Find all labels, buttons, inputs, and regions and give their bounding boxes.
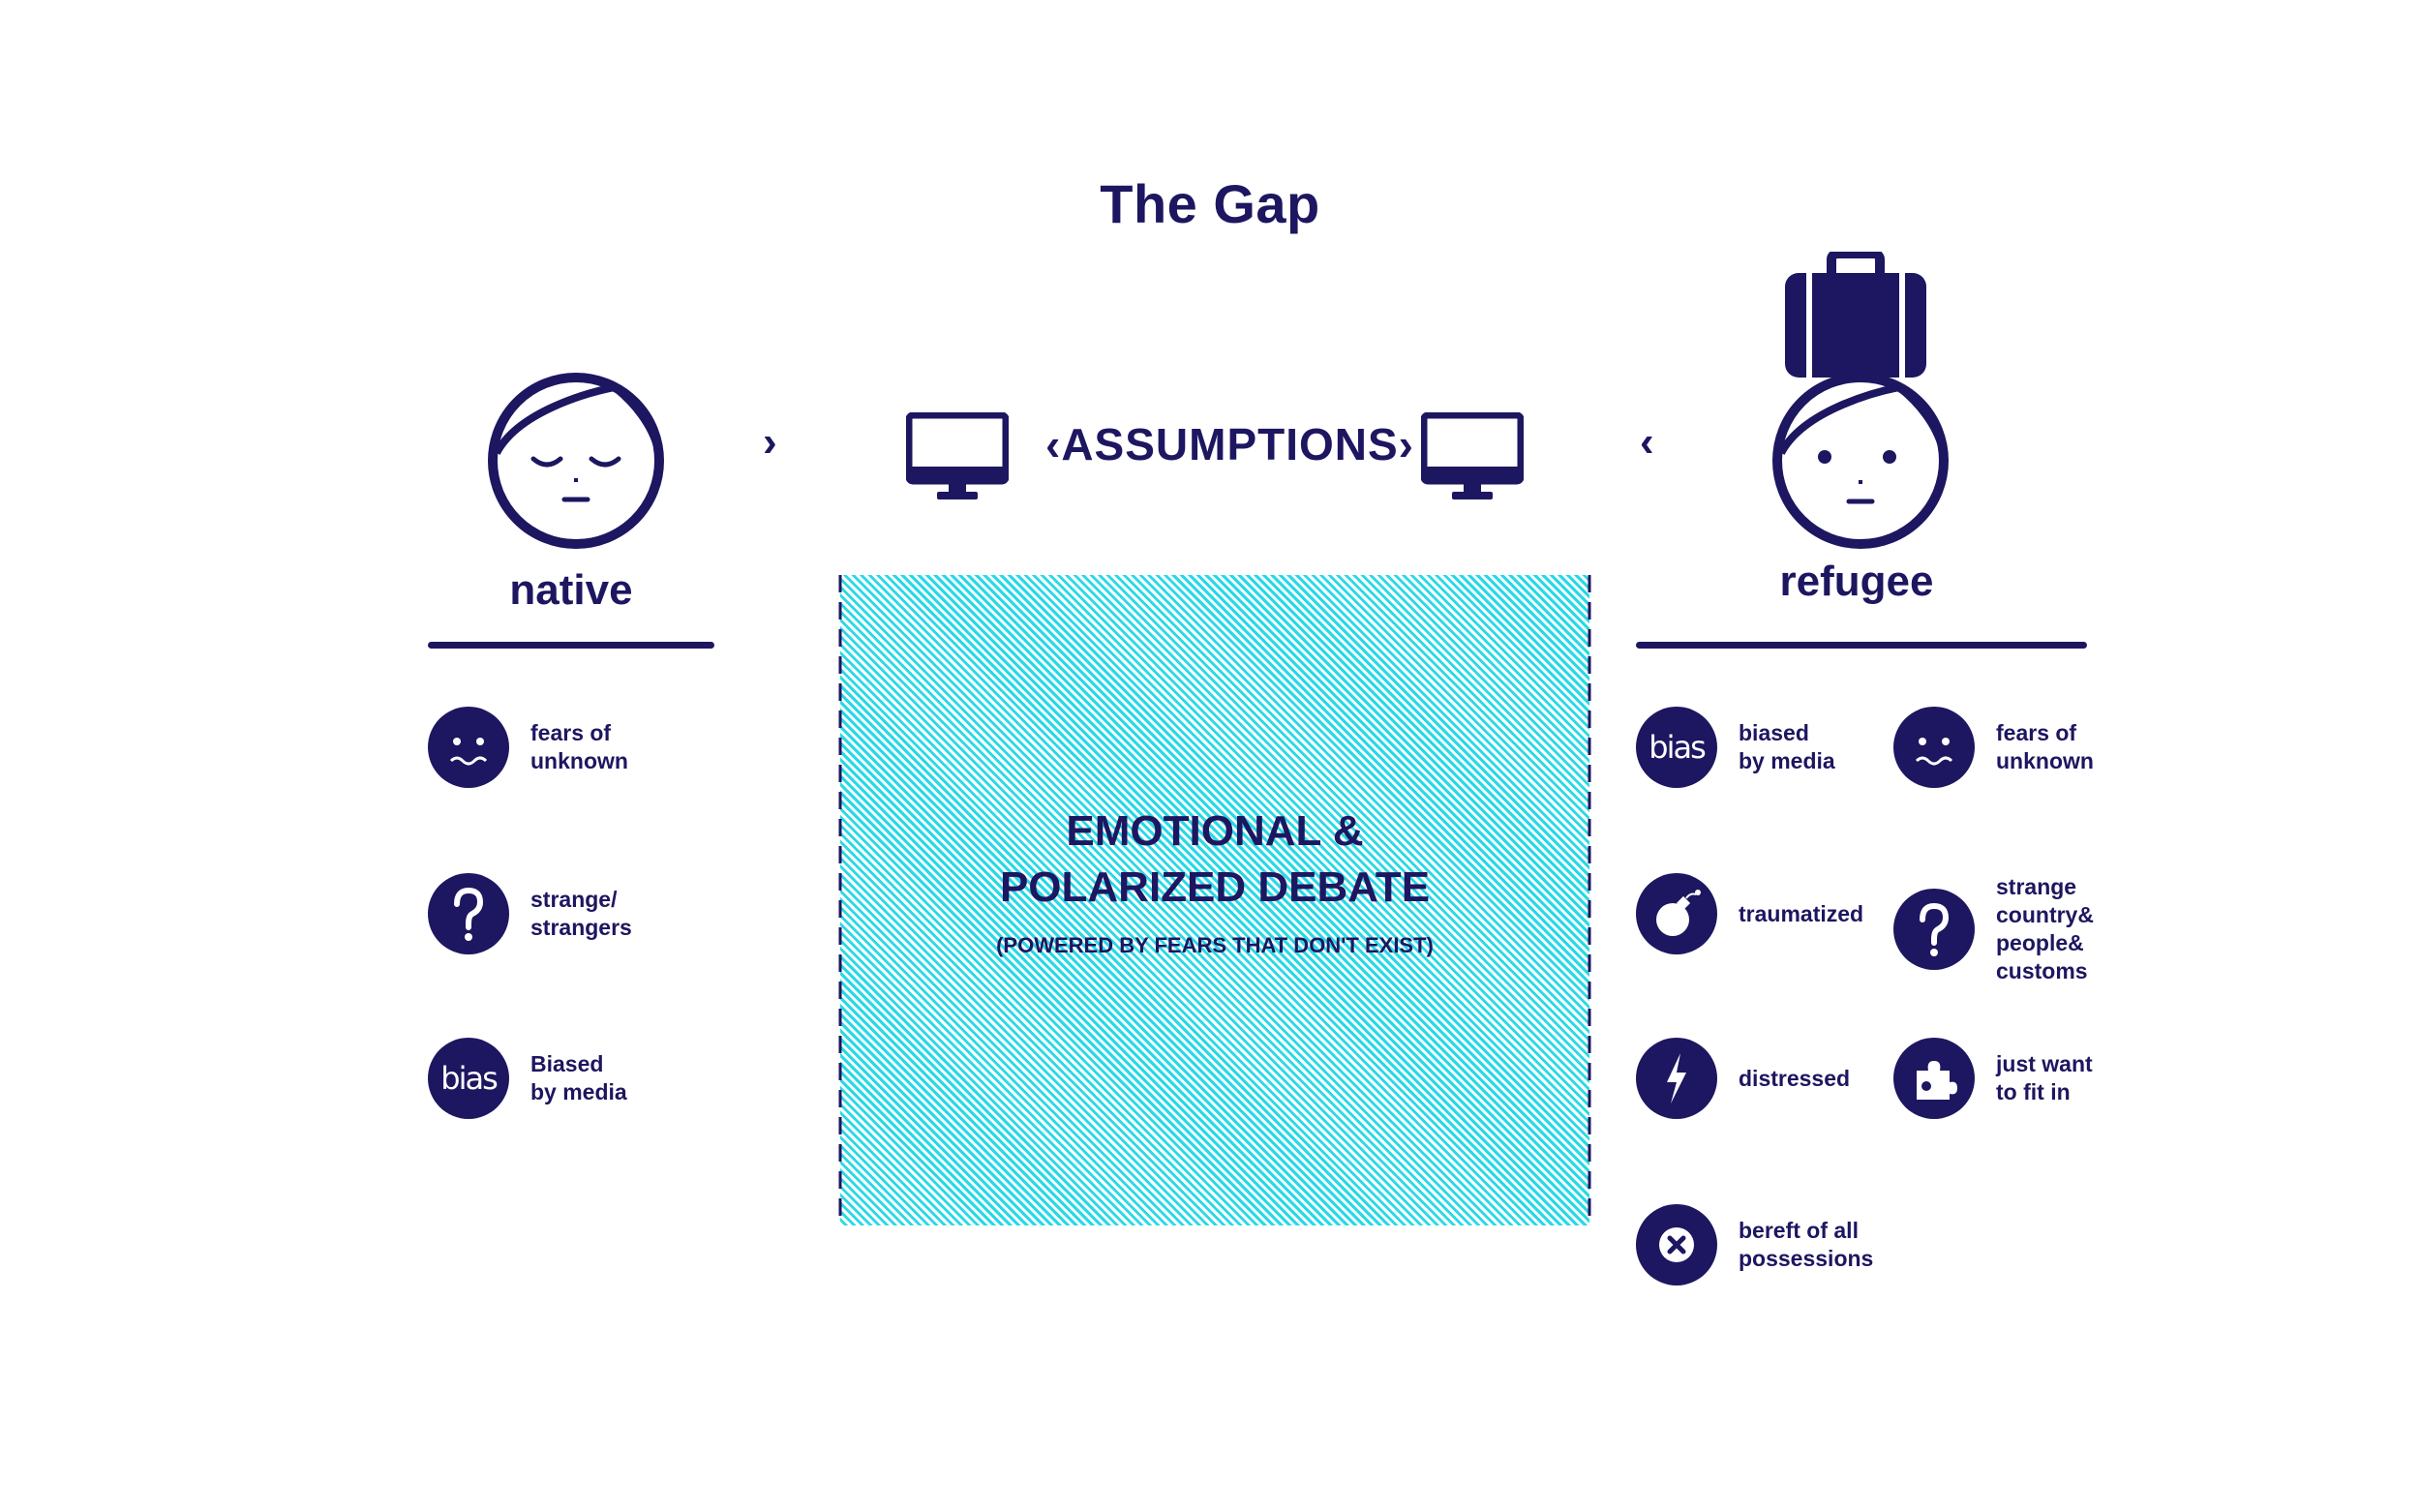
refugee-underline — [1636, 642, 2087, 649]
native-item-strange: strange/ strangers — [428, 873, 632, 954]
suitcase-icon — [1785, 252, 1926, 378]
native-item-biased: bias Biased by media — [428, 1038, 627, 1119]
native-item-label: strange/ strangers — [530, 887, 632, 940]
refugee-label: refugee — [1779, 558, 1934, 605]
refugee-item-label: just want to fit in — [1996, 1051, 2093, 1104]
x-mark-icon — [1636, 1204, 1717, 1285]
native-item-fears: fears of unknown — [428, 707, 628, 788]
debate-headline-line1: EMOTIONAL & — [1066, 807, 1364, 855]
refugee-item-bereft: bereft of all possessions — [1636, 1204, 1873, 1285]
refugee-item-label: traumatized — [1739, 900, 1864, 926]
assumptions-label: ‹ASSUMPTIONS› — [1045, 419, 1414, 469]
refugee-item-traumatized: traumatized — [1636, 873, 1863, 954]
refugee-item-fears: fears of unknown — [1893, 707, 2094, 788]
question-mark-icon — [428, 873, 509, 954]
native-item-label: Biased by media — [530, 1051, 627, 1104]
refugee-item-distressed: distressed — [1636, 1038, 1850, 1119]
refugee-item-strange: strange country& people& customs — [1893, 873, 2094, 985]
refugee-item-label: distressed — [1739, 1065, 1851, 1091]
refugee-item-biased: bias biased by media — [1636, 707, 1835, 788]
lightning-icon — [1636, 1038, 1717, 1119]
arrow-right-icon: › — [763, 418, 777, 466]
debate-subtext: (POWERED BY FEARS THAT DON'T EXIST) — [996, 933, 1434, 957]
debate-headline: EMOTIONAL & POLARIZED DEBATE — [840, 803, 1589, 916]
refugee-item-fit-in: just want to fit in — [1893, 1038, 2093, 1119]
native-face-icon — [488, 373, 664, 549]
diagram-title: The Gap — [1100, 173, 1320, 234]
bias-icon-text: bias — [1649, 729, 1706, 766]
question-mark-icon — [1893, 889, 1975, 970]
bias-icon: bias — [1636, 707, 1717, 788]
debate-right-dashed-border — [1588, 575, 1591, 1225]
arrow-left-icon: ‹ — [1640, 418, 1654, 466]
debate-hatched-area — [840, 575, 1589, 1225]
native-underline — [428, 642, 714, 649]
bomb-icon — [1636, 873, 1717, 954]
refugee-item-label: strange country& people& customs — [1996, 874, 2094, 983]
refugee-item-label: biased by media — [1739, 720, 1835, 773]
refugee-item-label: bereft of all possessions — [1739, 1218, 1874, 1271]
native-item-label: fears of unknown — [530, 720, 628, 773]
bias-icon: bias — [428, 1038, 509, 1119]
refugee-face-icon — [1772, 373, 1949, 549]
bias-icon-text: bias — [440, 1060, 498, 1097]
debate-headline-line2: POLARIZED DEBATE — [999, 863, 1431, 911]
refugee-item-label: fears of unknown — [1996, 720, 2094, 773]
worried-face-icon — [1893, 707, 1975, 788]
puzzle-piece-icon — [1893, 1038, 1975, 1119]
native-label: native — [509, 566, 633, 614]
worried-face-icon — [428, 707, 509, 788]
debate-left-dashed-border — [838, 575, 842, 1225]
monitor-icon — [906, 412, 1009, 499]
monitor-icon — [1421, 412, 1524, 499]
